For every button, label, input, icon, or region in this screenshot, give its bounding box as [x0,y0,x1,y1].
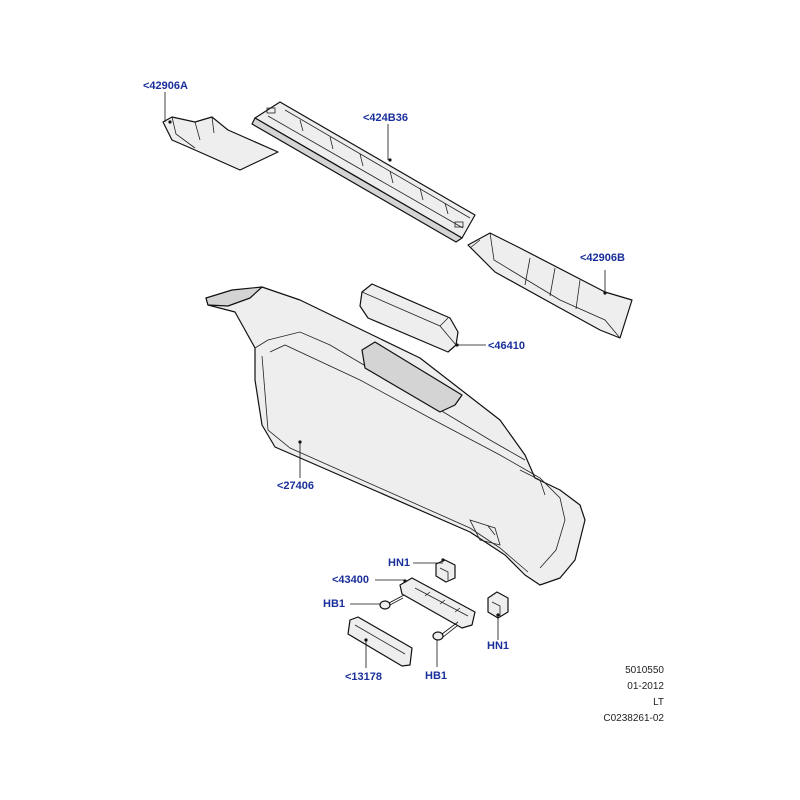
callout-46410: <46410 [488,340,526,352]
part-cover-13178 [347,616,413,667]
part-trim-42906b [467,232,633,339]
callout-13178: <13178 [345,671,383,683]
leader-lines [164,92,606,668]
callout-hn1-right: HN1 [487,640,510,652]
info-line-4: C0238261-02 [603,713,664,724]
info-line-3: LT [653,697,664,708]
callout-43400: <43400 [332,574,370,586]
part-bolt-hb1-left [379,594,405,610]
part-bolt-hb1-bottom [432,621,459,641]
callout-27406: <27406 [277,480,315,492]
callout-424b36: <424B36 [363,112,408,124]
callout-hb1-left: HB1 [323,598,346,610]
part-panel-27406 [205,286,586,586]
part-rail-424b36 [251,101,476,243]
callout-hn1-top: HN1 [388,557,411,569]
callout-hb1-bottom: HB1 [425,670,448,682]
part-clip-hn1-right [487,591,509,619]
part-clip-hn1-top [435,558,456,583]
part-trim-42906a [162,116,279,171]
info-line-2: 01-2012 [627,681,664,692]
callout-42906b: <42906B [580,252,625,264]
callout-42906a: <42906A [143,80,188,92]
info-line-1: 5010550 [625,665,664,676]
part-bracket-43400 [399,577,476,629]
